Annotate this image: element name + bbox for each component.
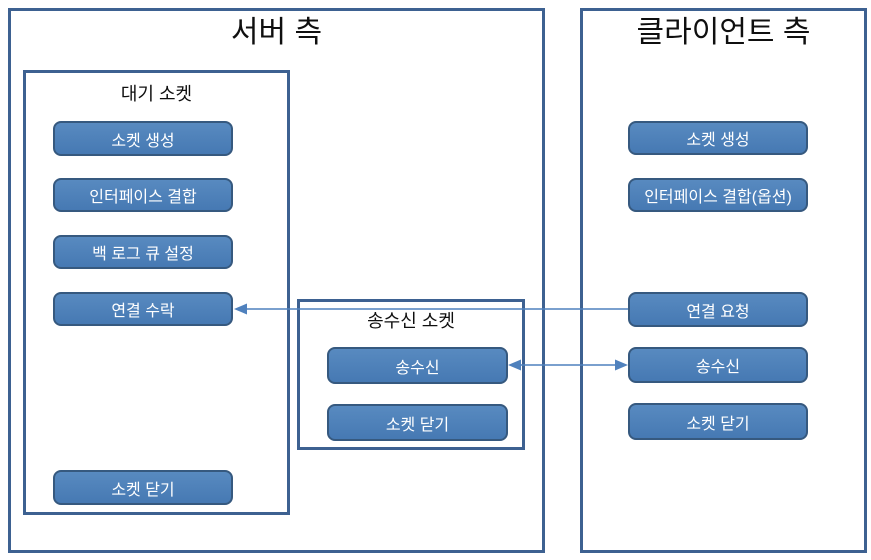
node-client-connect-request: 연결 요청 bbox=[628, 292, 808, 327]
node-server-close-socket: 소켓 닫기 bbox=[53, 470, 233, 505]
node-server-accept-connection: 연결 수락 bbox=[53, 292, 233, 326]
node-server-create-socket: 소켓 생성 bbox=[53, 121, 233, 156]
node-server-set-backlog-queue: 백 로그 큐 설정 bbox=[53, 235, 233, 269]
client-side-title: 클라이언트 측 bbox=[636, 16, 811, 49]
node-server-bind-interface: 인터페이스 결합 bbox=[53, 178, 233, 212]
node-transfer-close-socket: 소켓 닫기 bbox=[327, 404, 508, 441]
transfer-socket-title: 송수신 소켓 bbox=[367, 311, 455, 331]
node-client-bind-interface-optional: 인터페이스 결합(옵션) bbox=[628, 178, 808, 212]
node-client-create-socket: 소켓 생성 bbox=[628, 121, 808, 155]
node-client-close-socket: 소켓 닫기 bbox=[628, 403, 808, 440]
server-side-frame: 서버 측 대기 소켓 소켓 생성 인터페이스 결합 백 로그 큐 설정 연결 수… bbox=[8, 8, 545, 553]
waiting-socket-title: 대기 소켓 bbox=[120, 84, 193, 104]
node-client-send-receive: 송수신 bbox=[628, 347, 808, 383]
waiting-socket-frame: 대기 소켓 소켓 생성 인터페이스 결합 백 로그 큐 설정 연결 수락 소켓 … bbox=[23, 70, 290, 515]
client-side-frame: 클라이언트 측 소켓 생성 인터페이스 결합(옵션) 연결 요청 송수신 소켓 … bbox=[580, 8, 867, 553]
node-transfer-send-receive: 송수신 bbox=[327, 347, 508, 384]
transfer-socket-frame: 송수신 소켓 송수신 소켓 닫기 bbox=[297, 299, 525, 450]
server-side-title: 서버 측 bbox=[230, 16, 323, 49]
